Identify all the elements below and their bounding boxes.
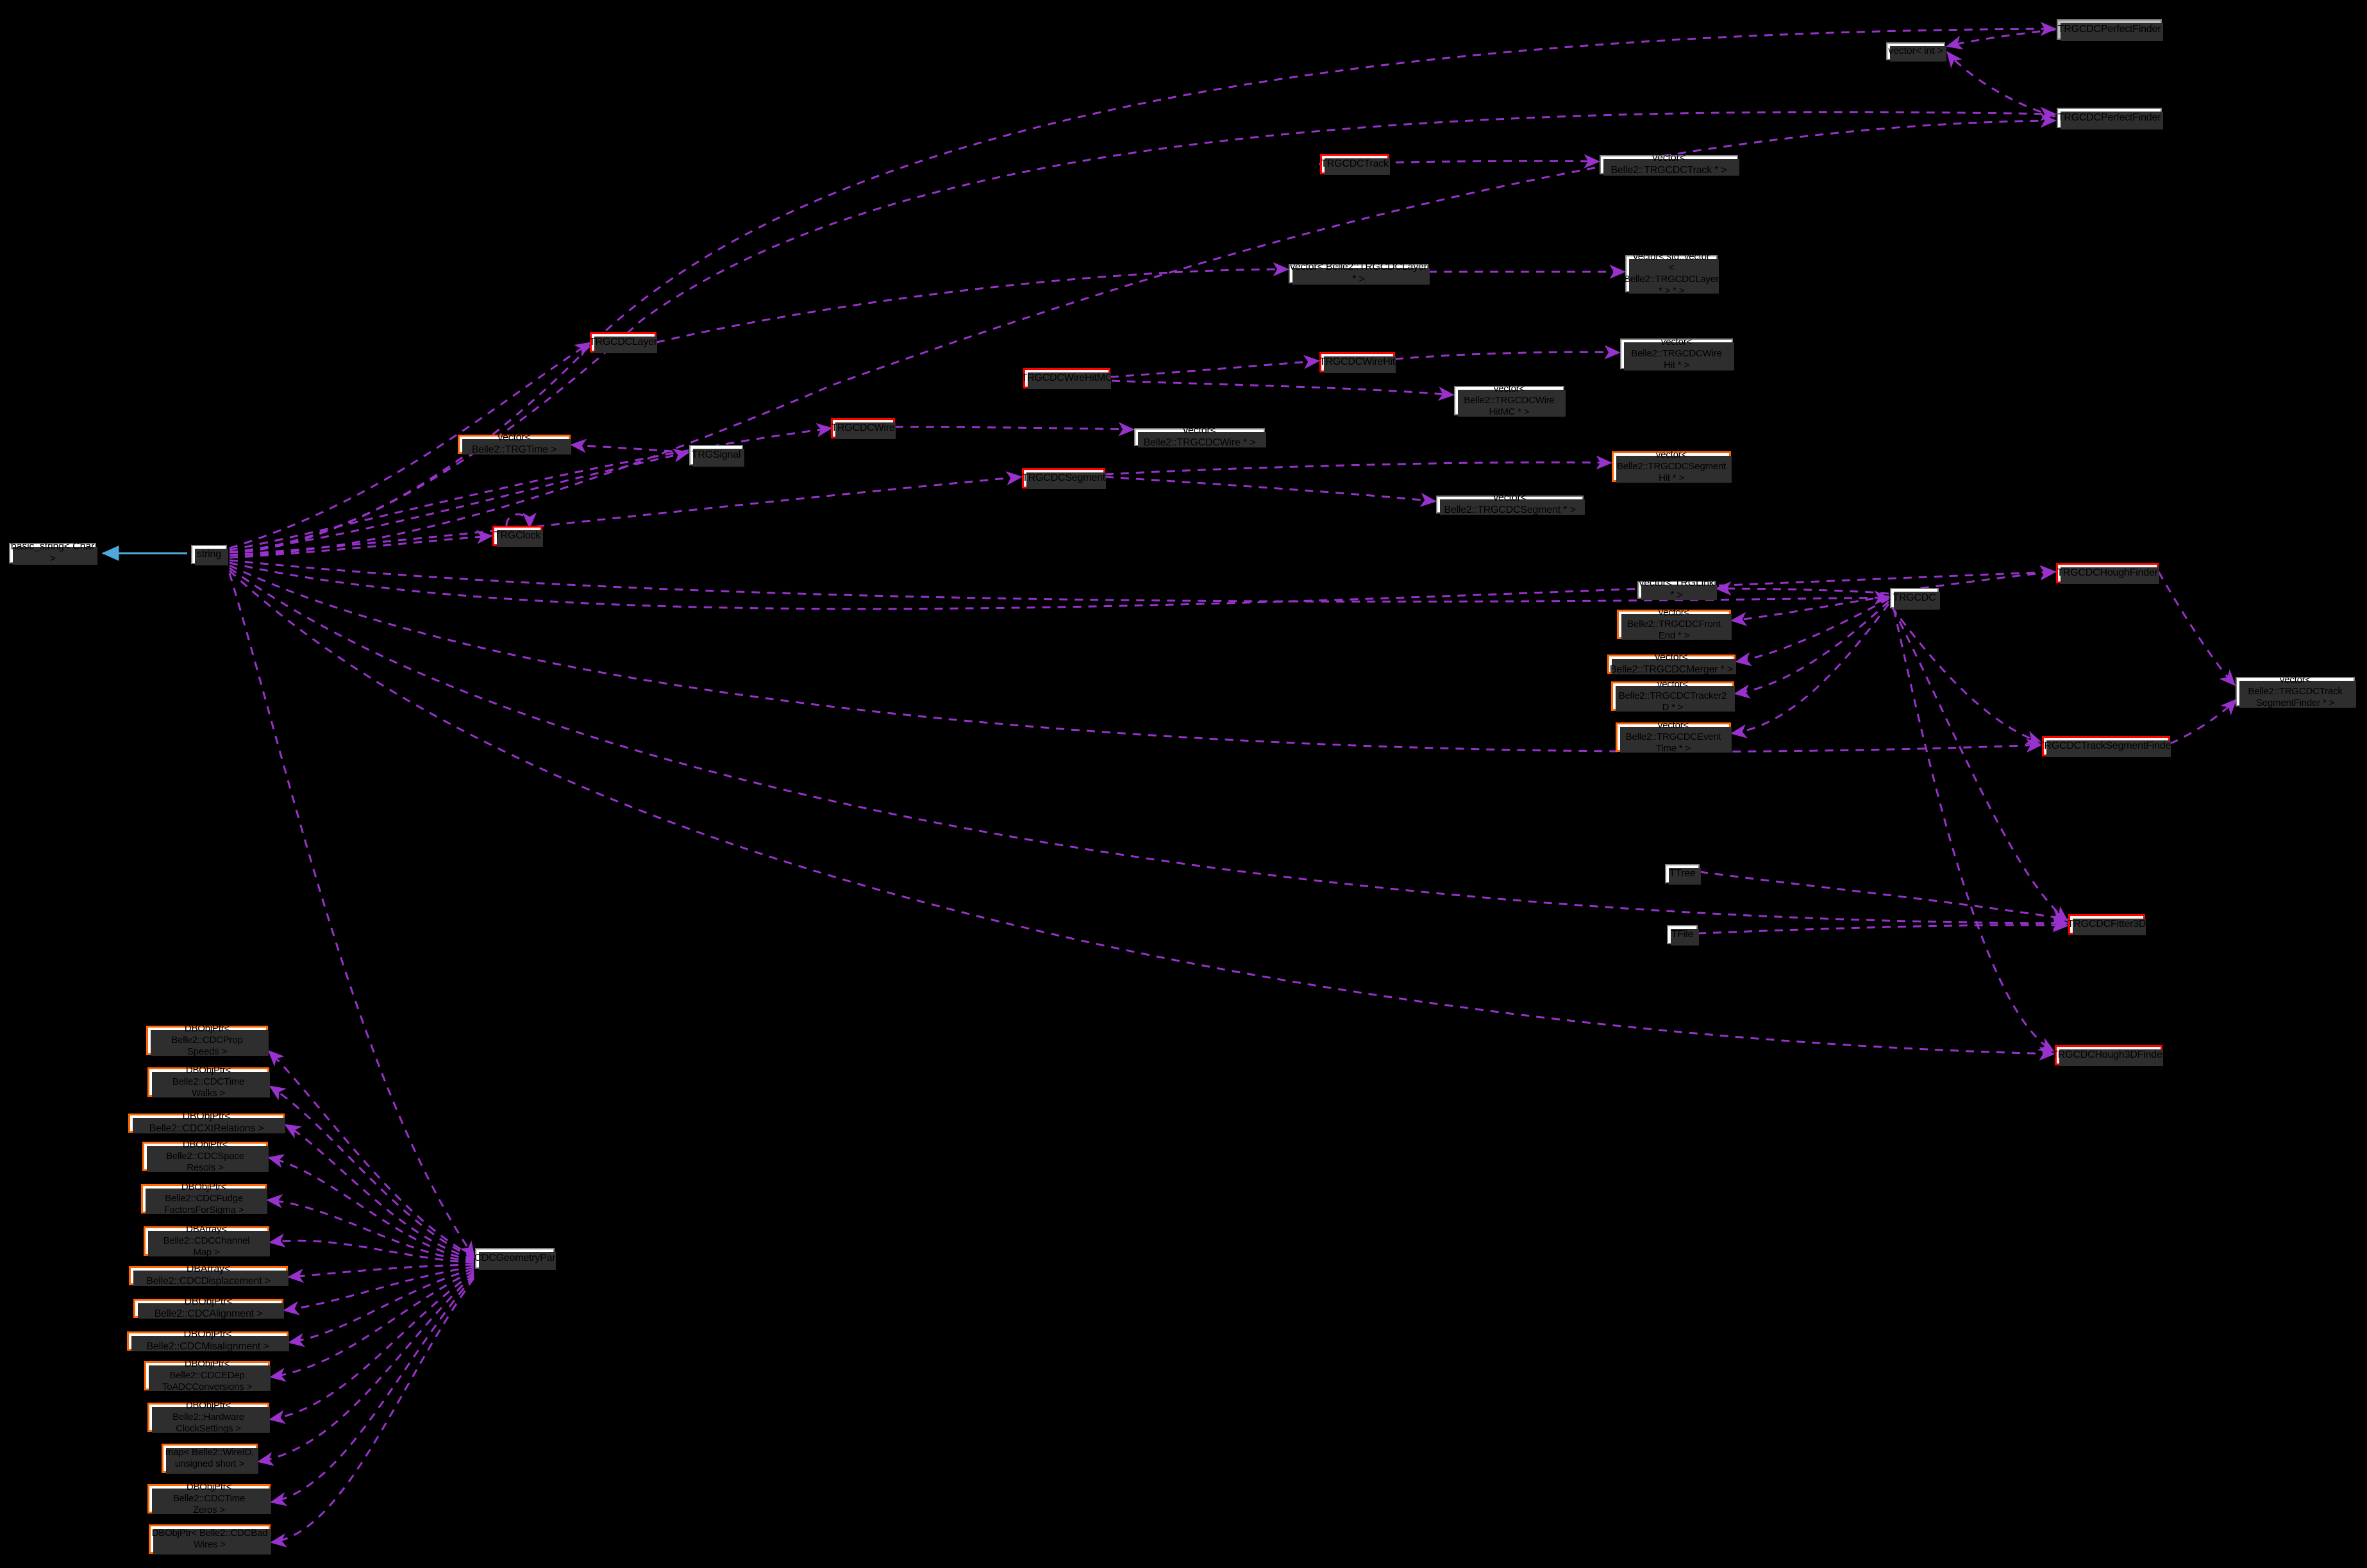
usage-edge — [283, 1265, 474, 1315]
usage-edge — [284, 1124, 474, 1260]
usage-edge — [1110, 354, 1320, 378]
usage-edge — [1715, 581, 1889, 596]
class-node-dbobjptr-belle2-cdcprop-speeds[interactable]: DBObjPtr< Belle2::CDCProp Speeds > — [146, 1023, 269, 1057]
usage-edge — [1394, 345, 1621, 360]
class-node-trgcdcperfectfinder[interactable]: TRGCDCPerfectFinder — [2057, 108, 2163, 129]
class-node-dbobjptr-belle2-cdcbad-wires[interactable]: DBObjPtr< Belle2::CDCBad Wires > — [149, 1524, 271, 1555]
class-node-vector-belle2-trgcdclayer[interactable]: vector< Belle2::TRGCDCLayer * > — [1289, 262, 1430, 285]
usage-edge — [1111, 379, 1455, 401]
usage-edge — [267, 1154, 474, 1262]
class-node-dbobjptr-belle2-cdcedep-toadcconversions[interactable]: DBObjPtr< Belle2::CDCEDep ToADCConversio… — [144, 1358, 271, 1392]
usage-edge — [1697, 918, 2069, 935]
class-node-ttree[interactable]: TTree — [1665, 864, 1701, 885]
class-node-trgcdcperfectfinder[interactable]: TRGCDCPerfectFinder — [2057, 19, 2163, 41]
class-node-dbarray-belle2-cdcdisplacement[interactable]: DBArray< Belle2::CDCDisplacement > — [129, 1264, 289, 1287]
usage-edge — [269, 1085, 474, 1259]
class-node-map-belle2-wireid-unsigned-short[interactable]: map< Belle2::WireID, unsigned short > — [162, 1444, 258, 1474]
usage-edge — [229, 564, 2043, 753]
usage-edge — [1735, 597, 1889, 667]
class-node-trgsignal[interactable]: TRGSignal — [689, 445, 744, 467]
class-node-string[interactable]: string — [191, 545, 228, 565]
usage-edges — [228, 21, 2237, 1547]
usage-edge — [267, 1049, 474, 1258]
class-node-trgcdcwirehit[interactable]: TRGCDCWireHit — [1319, 352, 1396, 373]
usage-edge — [270, 1276, 475, 1506]
usage-edge — [1891, 607, 2069, 922]
usage-edge — [257, 1273, 475, 1466]
usage-edge — [1105, 476, 1437, 507]
class-node-vector-belle2-trgcdcwire[interactable]: vector< Belle2::TRGCDCWire * > — [1134, 425, 1266, 448]
usage-edge — [1105, 455, 1612, 476]
class-node-vector-belle2-trgcdctrack[interactable]: vector< Belle2::TRGCDCTrack * > — [1600, 153, 1739, 176]
class-node-trgcdchoughfinder[interactable]: TRGCDCHoughFinder — [2056, 563, 2159, 584]
class-node-vector-belle2-trgcdcsegment[interactable]: vector< Belle2::TRGCDCSegment * > — [1436, 492, 1585, 515]
usage-edge — [229, 530, 493, 559]
class-node-trgcdcsegment[interactable]: TRGCDCSegment — [1022, 468, 1106, 489]
class-node-vector-belle2-trgtime[interactable]: vector< Belle2::TRGTime > — [458, 432, 571, 455]
usage-edge — [269, 1233, 474, 1264]
usage-edge — [288, 1267, 474, 1347]
usage-edge — [1730, 595, 1889, 626]
class-node-trgcdcwire[interactable]: TRGCDCWire — [831, 418, 896, 439]
class-node-dbobjptr-belle2-cdcmisalignment[interactable]: DBObjPtr< Belle2::CDCMisalignment > — [127, 1329, 289, 1352]
class-node-dbobjptr-belle2-cdcxtrelations[interactable]: DBObjPtr< Belle2::CDCXtRelations > — [128, 1111, 285, 1134]
class-node-vector-belle2-trgcdcevent-time[interactable]: vector< Belle2::TRGCDCEvent Time * > — [1616, 720, 1732, 754]
class-node-trgcdctracksegmentfinder[interactable]: TRGCDCTrackSegmentFinder — [2038, 736, 2174, 757]
class-node-dbobjptr-belle2-cdcspace-resols[interactable]: DBObjPtr< Belle2::CDCSpace Resols > — [142, 1139, 269, 1173]
class-node-vector-trglink[interactable]: vector< TRGLink * > — [1637, 578, 1717, 601]
class-node-vector-belle2-trgcdcmerger[interactable]: vector< Belle2::TRGCDCMerger * > — [1607, 652, 1736, 675]
usage-edge — [656, 262, 1289, 344]
class-node-tfile[interactable]: TFile — [1667, 925, 1699, 946]
usage-edge — [287, 1264, 474, 1283]
class-node-vector-belle2-trgcdctrack-segmentfinder[interactable]: vector< Belle2::TRGCDCTrack SegmentFinde… — [2236, 674, 2356, 708]
class-node-dbobjptr-belle2-cdctime-walks[interactable]: DBObjPtr< Belle2::CDCTime Walks > — [147, 1065, 270, 1099]
usage-edge — [894, 422, 1135, 437]
usage-edge — [229, 106, 2057, 554]
class-node-dbobjptr-belle2-cdcfudge-factorsforsigma[interactable]: DBObjPtr< Belle2::CDCFudge FactorsForSig… — [141, 1181, 267, 1215]
usage-edge — [1946, 51, 2056, 118]
usage-edge — [269, 1271, 474, 1424]
class-node-vector-belle2-trgcdcwire-hitmc[interactable]: vector< Belle2::TRGCDCWire HitMC * > — [1454, 383, 1566, 417]
usage-edge — [1730, 603, 1890, 738]
class-node-vector-int[interactable]: vector< int > — [1886, 42, 1946, 62]
class-node-trgclock[interactable]: TRGClock — [492, 526, 543, 547]
class-node-trgcdcfitter3d[interactable]: TRGCDCFitter3D — [2068, 914, 2146, 935]
class-node-trgcdc[interactable]: TRGCDC — [1890, 588, 1940, 610]
class-node-vector-belle2-trgcdcwire-hit[interactable]: vector< Belle2::TRGCDCWire Hit * > — [1620, 337, 1734, 371]
usage-edge — [228, 569, 2055, 1061]
usage-edge — [1946, 28, 2056, 50]
class-node-vector-belle2-trgcdctracker2-d[interactable]: vector< Belle2::TRGCDCTracker2 D * > — [1611, 679, 1735, 713]
class-node-basic-string-char[interactable]: basic_string< Char > — [9, 541, 97, 565]
usage-edge — [269, 1269, 474, 1382]
usage-edge — [570, 438, 689, 454]
class-node-trgcdchough3dfinder[interactable]: TRGCDCHough3DFinder — [2052, 1045, 2166, 1066]
class-node-trgcdclayer[interactable]: TRGCDCLayer — [589, 332, 657, 353]
usage-edge — [270, 1278, 475, 1547]
usage-edge — [1699, 871, 2069, 924]
usage-edge — [2157, 571, 2236, 687]
usage-edge — [266, 1194, 474, 1263]
usage-edge — [2170, 698, 2237, 745]
class-node-dbobjptr-belle2-cdcalignment[interactable]: DBObjPtr< Belle2::CDCAlignment > — [133, 1296, 284, 1319]
class-node-dbobjptr-belle2-cdctime-zeros[interactable]: DBObjPtr< Belle2::CDCTime Zeros > — [147, 1481, 271, 1515]
class-node-trgcdctrack[interactable]: TRGCDCTrack — [1320, 154, 1390, 175]
usage-edge — [229, 448, 690, 554]
class-node-vector-belle2-trgcdcsegment-hit[interactable]: vector< Belle2::TRGCDCSegment Hit * > — [1612, 449, 1732, 483]
usage-edge — [1893, 608, 2055, 1053]
usage-edge — [1890, 606, 2043, 745]
class-node-dbobjptr-belle2-hardware-clocksettings[interactable]: DBObjPtr< Belle2::Hardware ClockSettings… — [147, 1400, 270, 1434]
usage-edge — [229, 113, 2057, 556]
class-node-cdcgeometrypar[interactable]: CDCGeometryPar — [474, 1248, 556, 1270]
class-node-trgcdcwirehitmc[interactable]: TRGCDCWireHitMC — [1021, 368, 1113, 389]
usage-edge — [229, 471, 1023, 556]
class-node-vector-belle2-trgcdcfront-end[interactable]: vector< Belle2::TRGCDCFront End * > — [1617, 607, 1732, 641]
usage-edge — [229, 562, 2057, 610]
usage-edge — [229, 21, 2057, 553]
class-node-dbarray-belle2-cdcchannel-map[interactable]: DBArray< Belle2::CDCChannel Map > — [144, 1224, 270, 1258]
class-node-vector-std-vector-belle2-trgcdclayer[interactable]: vector< std::vector < Belle2::TRGCDCLaye… — [1624, 251, 1719, 296]
usage-edge — [1734, 600, 1890, 699]
usage-edge — [229, 567, 2069, 931]
